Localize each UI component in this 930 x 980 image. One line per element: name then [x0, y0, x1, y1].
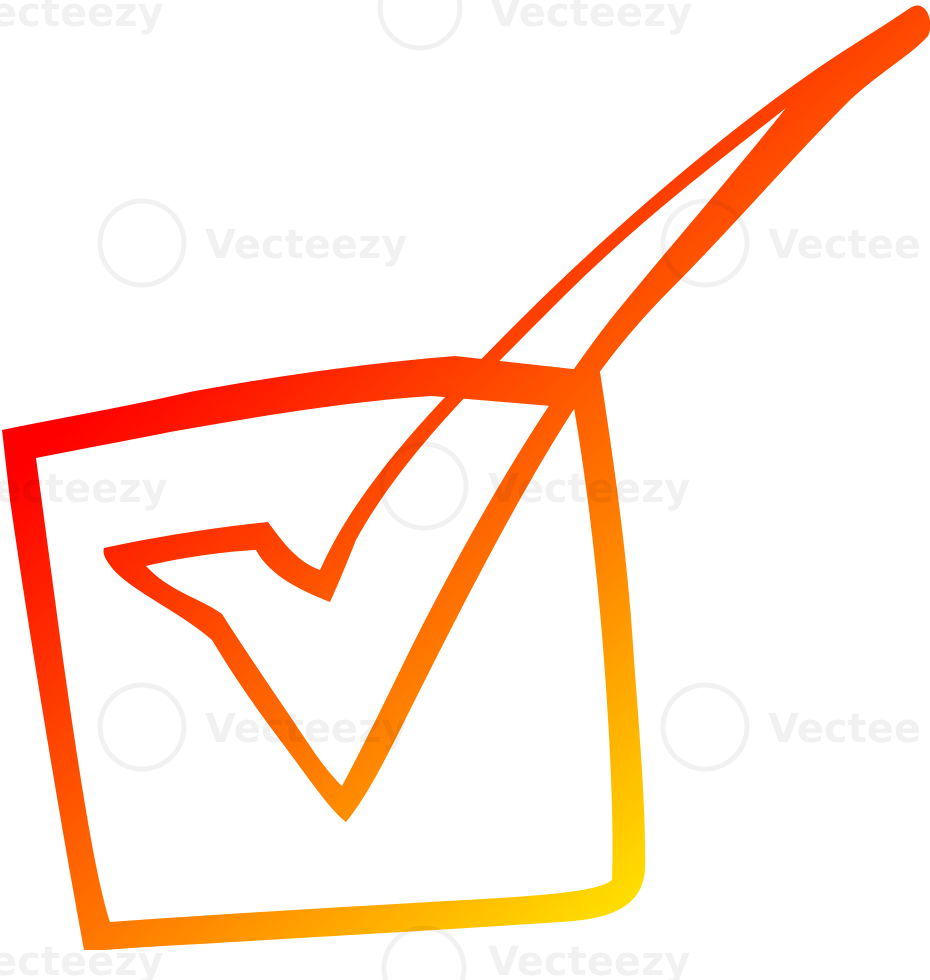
watermark-logo-icon: [379, 441, 469, 531]
watermark-logo-icon: [660, 198, 750, 288]
watermark-logo-icon: [97, 682, 187, 772]
watermark-logo-icon: [660, 682, 750, 772]
checkmark: [103, 5, 930, 822]
watermark-text: Vectee: [768, 222, 921, 268]
watermark-logo-icon: [377, 0, 463, 51]
watermark-text: Vecteezy: [488, 466, 690, 512]
watermark-logo-icon: [381, 925, 467, 980]
watermark-text: Vecteezy: [488, 939, 690, 980]
watermark-text: Vecteezy: [205, 706, 407, 752]
watermark-row-2: Vecteezy Vectee: [97, 198, 921, 288]
watermark-bottom: ecteezy Vecteezy: [0, 925, 690, 980]
watermark-text: Vecteezy: [490, 0, 692, 36]
watermark-text: ecteezy: [0, 466, 168, 512]
checkbox-outline: [2, 356, 646, 950]
watermark-text: Vecteezy: [205, 222, 407, 268]
watermark-row-3: ecteezy Vecteezy: [0, 441, 690, 531]
watermark-row-4: Vecteezy Vectee: [97, 682, 921, 772]
watermark-top: ecteezy Vecteezy: [0, 0, 692, 51]
watermark-logo-icon: [97, 198, 187, 288]
watermark-text: Vectee: [768, 706, 921, 752]
watermark-text: ecteezy: [0, 939, 164, 980]
watermark-text: ecteezy: [0, 0, 164, 36]
